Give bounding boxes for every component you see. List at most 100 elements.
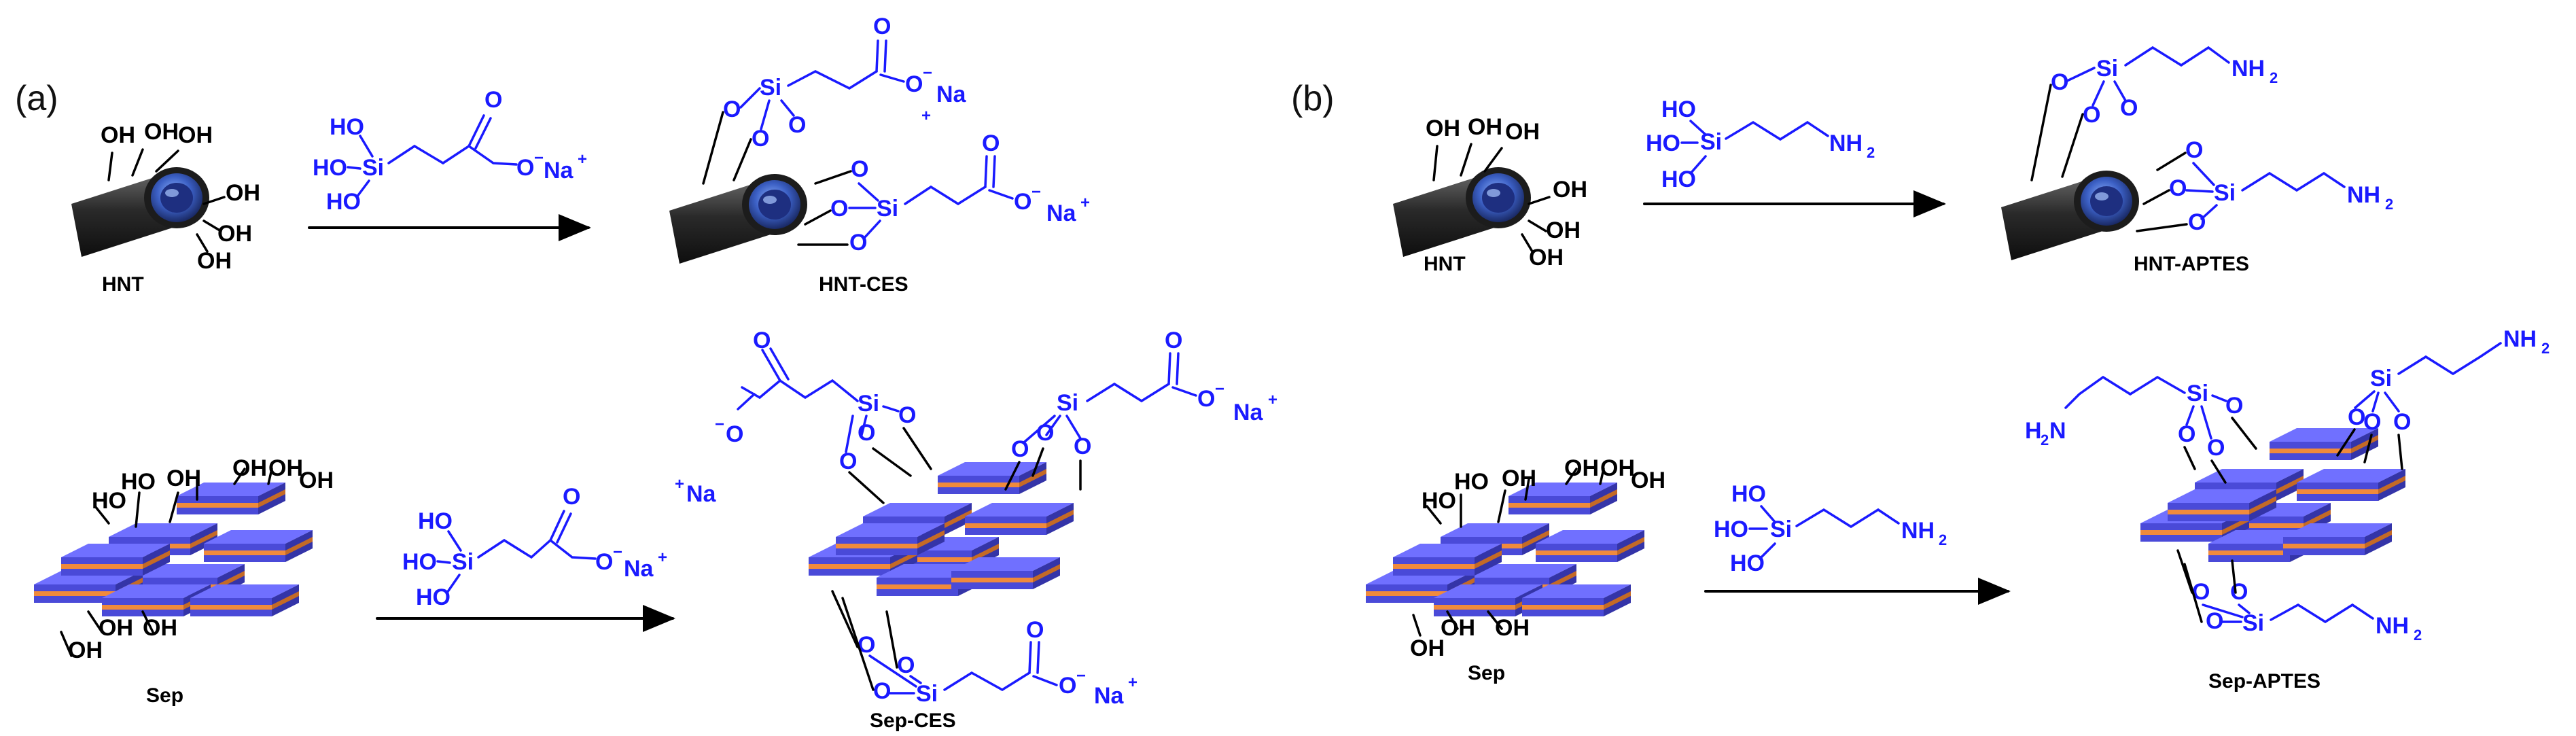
halloysite-tube-icon: [1393, 167, 1531, 257]
oh-group: OH: [144, 119, 179, 145]
oh-group: OH: [1600, 455, 1635, 481]
svg-text:NH: NH: [2347, 182, 2380, 208]
svg-text:Na: Na: [544, 158, 574, 183]
svg-text:O: O: [2363, 409, 2381, 435]
oh-group: OH: [268, 455, 303, 481]
svg-text:O: O: [897, 652, 915, 678]
oh-group: OH: [1410, 635, 1445, 661]
svg-text:2: 2: [2041, 432, 2049, 449]
svg-text:Si: Si: [2096, 56, 2118, 82]
svg-text:O: O: [1074, 434, 1091, 459]
svg-text:O: O: [753, 328, 771, 353]
svg-text:NH: NH: [2231, 56, 2265, 82]
svg-text:HO: HO: [402, 549, 437, 575]
ces-reagent-bottom: HO HO HO Si O O − Na +: [402, 484, 667, 610]
svg-text:+: +: [578, 150, 587, 169]
svg-text:O: O: [595, 549, 613, 575]
svg-text:O: O: [788, 112, 806, 138]
hnt-aptes-product: O Si O O NH 2 O O Si O NH 2 HNT-APTES: [2001, 46, 2393, 275]
svg-text:O: O: [830, 196, 848, 222]
svg-text:O: O: [2225, 393, 2243, 419]
svg-text:Na: Na: [624, 556, 654, 582]
svg-text:−: −: [1215, 380, 1224, 398]
svg-text:+: +: [1268, 391, 1277, 409]
svg-text:N: N: [2049, 418, 2066, 444]
svg-text:O: O: [723, 97, 741, 122]
svg-text:O: O: [858, 420, 875, 446]
sepiolite-sheet-icon: [1536, 530, 1644, 562]
hnt-aptes-label: HNT-APTES: [2134, 253, 2249, 275]
svg-text:O: O: [873, 14, 891, 39]
svg-text:O: O: [2207, 435, 2225, 461]
svg-text:2: 2: [1939, 531, 1947, 548]
oh-group: OH: [197, 248, 232, 274]
panel-a-label: (a): [15, 79, 58, 118]
oh-group: OH: [1529, 245, 1564, 270]
ho-group: HO: [121, 469, 156, 495]
svg-text:2: 2: [1867, 144, 1875, 161]
svg-text:O: O: [726, 421, 743, 447]
svg-text:2: 2: [2385, 196, 2393, 213]
svg-text:HO: HO: [418, 508, 453, 534]
svg-text:+: +: [1080, 194, 1090, 212]
svg-text:2: 2: [2270, 69, 2278, 86]
svg-text:O: O: [2188, 209, 2206, 235]
svg-text:Si: Si: [2187, 381, 2208, 406]
sepiolite-sheet-icon: [965, 503, 1074, 535]
sep-aptes-label: Sep-APTES: [2208, 670, 2321, 693]
svg-text:−: −: [715, 415, 724, 434]
svg-text:Si: Si: [452, 549, 474, 575]
svg-text:Si: Si: [877, 196, 898, 222]
oh-group: OH: [1564, 455, 1599, 481]
sep-label-b: Sep: [1468, 662, 1505, 684]
sep-label: Sep: [146, 684, 183, 707]
svg-text:HO: HO: [1646, 130, 1680, 156]
halloysite-tube-icon: [669, 174, 807, 264]
svg-text:−: −: [1031, 183, 1041, 201]
svg-text:+: +: [658, 548, 667, 567]
svg-text:Si: Si: [858, 391, 879, 417]
svg-text:HO: HO: [326, 189, 361, 215]
oh-group: OH: [1631, 468, 1665, 493]
svg-text:O: O: [1026, 617, 1044, 643]
svg-text:O: O: [516, 155, 534, 181]
svg-text:2: 2: [2414, 627, 2422, 644]
hnt-label: HNT: [102, 273, 144, 296]
oh-group: OH: [143, 615, 177, 641]
svg-text:+: +: [1128, 673, 1137, 692]
svg-text:Na: Na: [686, 481, 717, 507]
ho-group: HO: [1454, 469, 1489, 495]
oh-group: OH: [166, 466, 201, 491]
oh-group: OH: [217, 221, 252, 247]
svg-text:O: O: [851, 156, 868, 182]
svg-text:O: O: [2348, 404, 2365, 430]
svg-text:O: O: [1165, 328, 1182, 353]
svg-text:H: H: [2025, 418, 2042, 444]
svg-text:Si: Si: [916, 681, 938, 707]
oh-group: OH: [178, 122, 213, 148]
svg-text:HO: HO: [330, 114, 364, 140]
oh-group: OH: [1502, 466, 1536, 491]
svg-text:+: +: [921, 107, 931, 125]
svg-text:O: O: [2120, 95, 2138, 121]
svg-text:NH: NH: [1901, 518, 1935, 544]
svg-text:2: 2: [2541, 340, 2549, 357]
halloysite-tube-icon: [2001, 171, 2139, 260]
oh-group: OH: [1468, 114, 1502, 140]
ho-group: HO: [1422, 488, 1456, 514]
sepiolite-sheet-icon: [2297, 469, 2405, 501]
hnt-ces-product: O Si O O O O − Na + O O Si O O O − Na: [669, 14, 1090, 296]
svg-text:O: O: [2230, 579, 2248, 605]
svg-text:Na: Na: [1233, 400, 1264, 425]
svg-text:O: O: [982, 130, 1000, 156]
svg-text:Na: Na: [936, 82, 967, 107]
svg-text:O: O: [2083, 102, 2100, 128]
aptes-reagent-bottom: HO HO HO Si NH 2: [1714, 481, 1947, 576]
svg-text:O: O: [563, 484, 580, 510]
sep-b: HO OH HO OH OH OH OH OH OH Sep: [1366, 455, 1665, 684]
svg-text:Na: Na: [1046, 200, 1077, 226]
svg-text:−: −: [923, 64, 932, 82]
hnt-b: OH OH OH OH OH OH HNT: [1393, 114, 1587, 275]
svg-text:HO: HO: [1731, 481, 1766, 507]
